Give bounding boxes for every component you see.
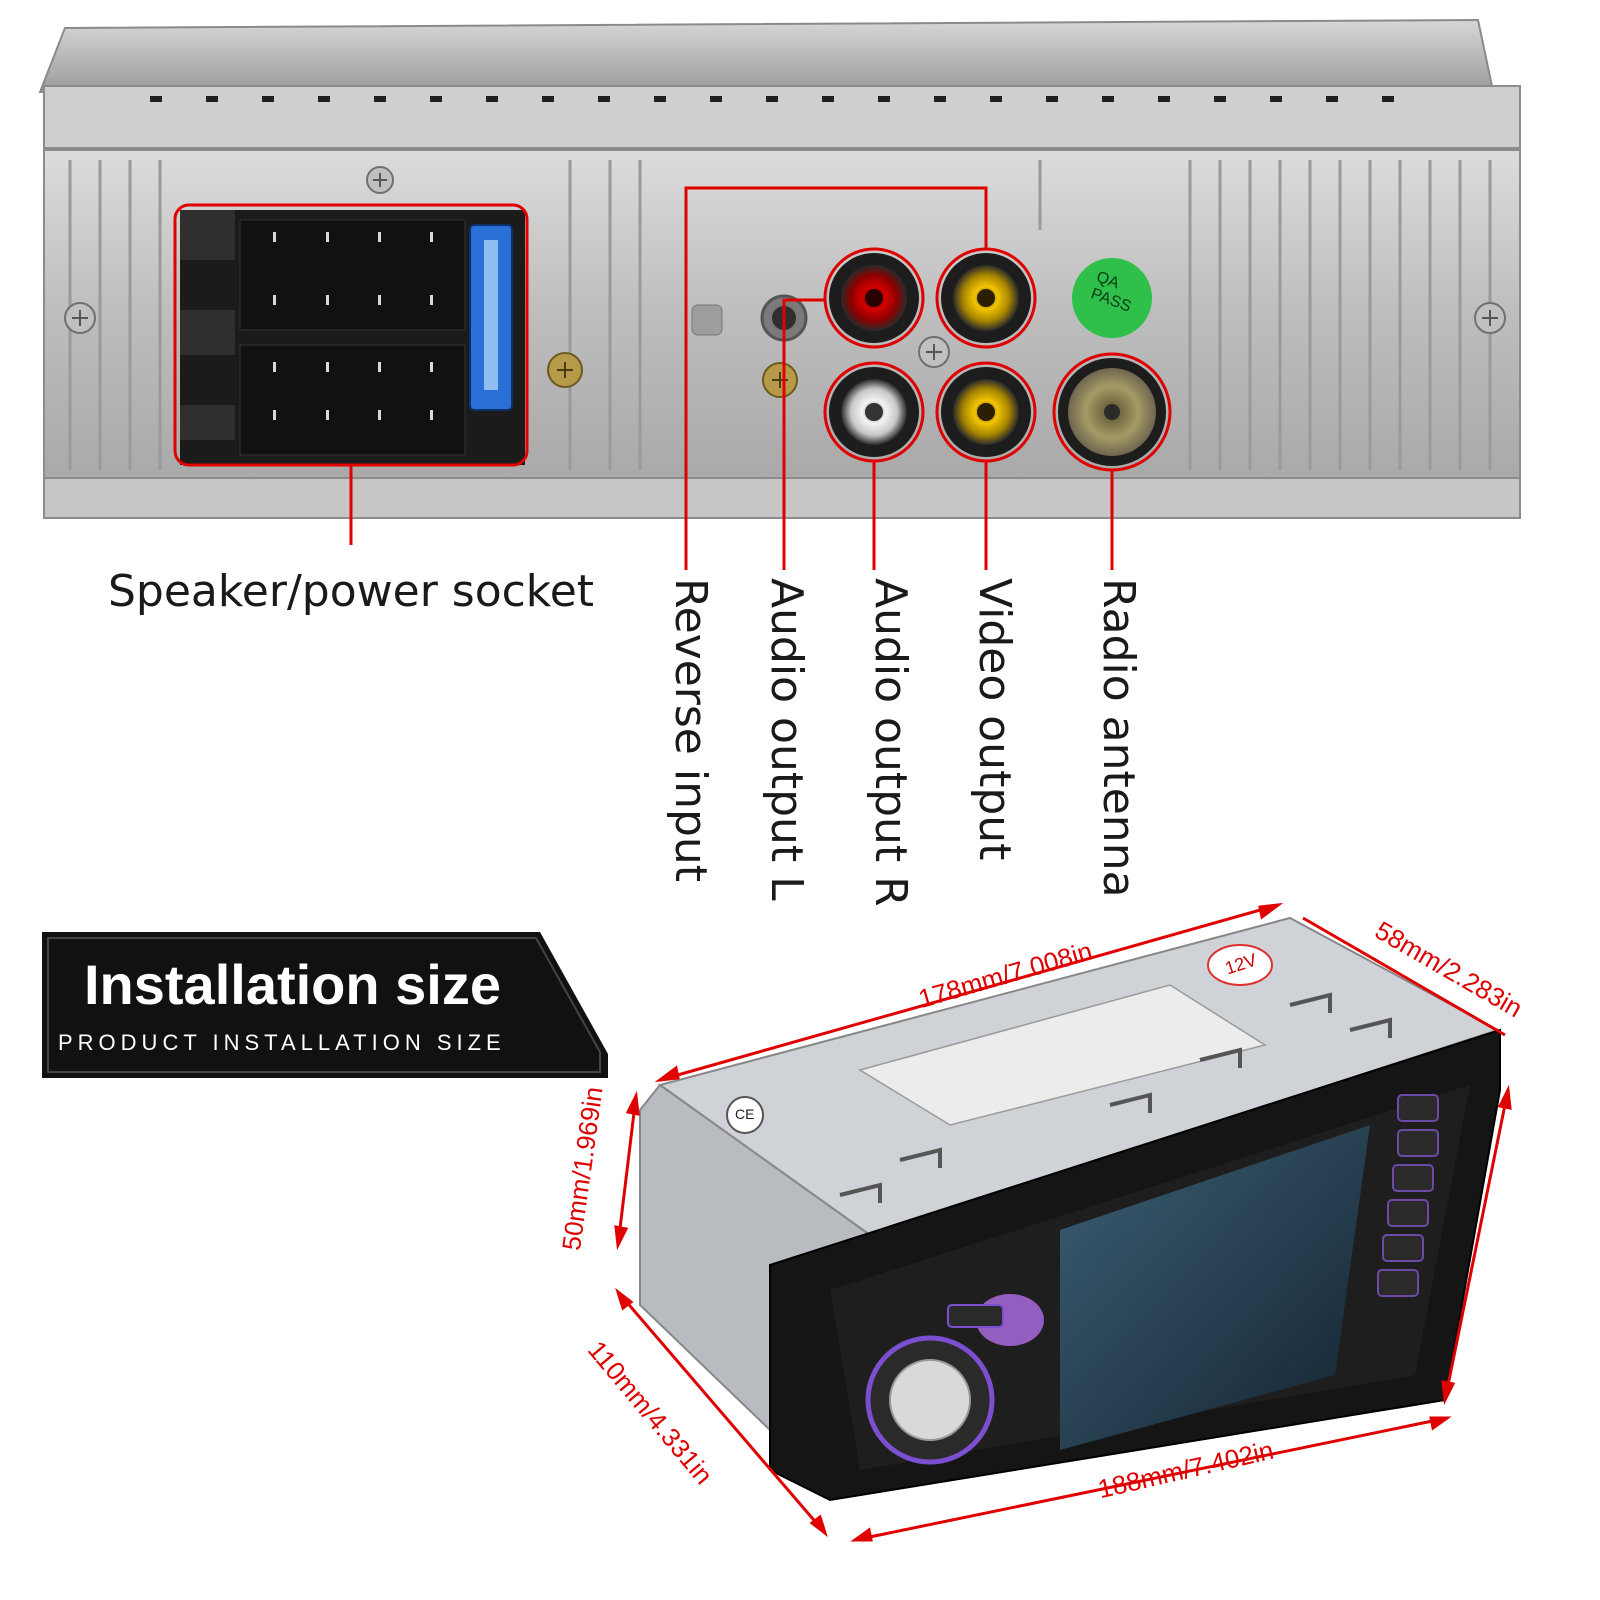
label-speaker-power: Speaker/power socket — [108, 566, 595, 617]
label-radio-antenna: Radio antenna — [1093, 578, 1144, 898]
qa-pass-sticker — [1072, 258, 1152, 338]
chassis-top-cover — [38, 18, 1494, 94]
radio-iso-view — [639, 916, 1501, 1502]
label-reverse-input: Reverse input — [665, 578, 716, 883]
radio-antenna-jack — [1058, 358, 1166, 466]
chassis-ribs — [68, 160, 1492, 470]
iso-connector — [180, 210, 525, 465]
installation-size-badge: Installation size PRODUCT INSTALLATION S… — [40, 930, 610, 1080]
screw-center-icon — [918, 336, 950, 368]
screw-brass-icon — [547, 352, 583, 388]
chassis-top-lip — [43, 85, 1521, 149]
rear-panel — [38, 18, 1521, 570]
top-tabs — [839, 992, 1392, 1203]
leader-lines — [349, 186, 1114, 570]
ce-mark-text: CE — [735, 1106, 755, 1122]
preset-buttons — [1377, 1094, 1439, 1297]
screw-left-icon — [64, 302, 96, 334]
dimension-arrows — [614, 902, 1512, 1542]
rca-audio-r-jack — [829, 253, 919, 343]
spec-label — [858, 984, 1267, 1126]
label-audio-output-r: Audio output R — [865, 578, 916, 907]
installation-size-subtitle: PRODUCT INSTALLATION SIZE — [58, 1030, 506, 1055]
voltage-sticker — [1207, 944, 1273, 986]
rca-audio-l-jack — [829, 367, 919, 457]
screen — [1060, 1125, 1370, 1450]
installation-size-title: Installation size — [84, 953, 501, 1016]
rca-video-jack-2 — [941, 367, 1031, 457]
label-audio-output-l: Audio output L — [761, 578, 812, 901]
label-video-output: Video output — [969, 578, 1020, 861]
screw-brass-icon — [762, 362, 798, 398]
rca-video-jack — [941, 253, 1031, 343]
screw-top-icon — [366, 166, 394, 194]
screw-right-icon — [1474, 302, 1506, 334]
ce-mark — [726, 1096, 764, 1134]
vent-slots — [150, 96, 1394, 102]
chassis-bottom-lip — [43, 477, 1521, 519]
